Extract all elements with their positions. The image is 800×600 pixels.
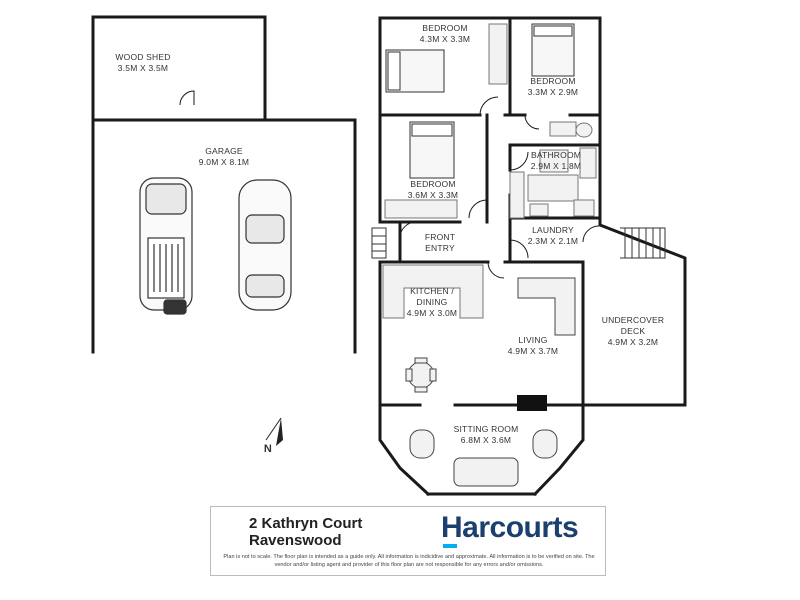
listing-footer: 2 Kathryn Court Ravenswood Harcourts Pla… [210, 506, 606, 576]
bedroom-1-name: BEDROOM [422, 23, 467, 33]
logo-accent-bar [443, 544, 457, 548]
living-name: LIVING [518, 335, 547, 345]
disclaimer-text: Plan is not to scale. The floor plan is … [223, 554, 595, 568]
bedroom-3-size: 3.6M X 3.3M [408, 190, 458, 200]
kitchen-size: 4.9M X 3.0M [407, 308, 457, 318]
laundry-size: 2.3M X 2.1M [528, 236, 578, 246]
deck-size: 4.9M X 3.2M [608, 337, 658, 347]
north-arrow-icon [265, 417, 283, 446]
beds [385, 23, 575, 179]
wood-shed-name: WOOD SHED [115, 52, 170, 62]
bathroom-name: BATHROOM [531, 150, 581, 160]
fixtures [382, 23, 597, 319]
bedroom-3-name: BEDROOM [410, 179, 455, 189]
front-steps [371, 227, 387, 259]
car-ute-icon [139, 177, 193, 315]
car-sedan-icon [238, 179, 292, 311]
bedroom-2-name: BEDROOM [530, 76, 575, 86]
sitting-room-name: SITTING ROOM [454, 424, 519, 434]
laundry-name: LAUNDRY [532, 225, 574, 235]
garage-name: GARAGE [205, 146, 243, 156]
sofas [409, 277, 576, 487]
front-entry-line1: FRONT [425, 232, 455, 242]
fireplace-icon [517, 395, 547, 411]
deck-steps [620, 227, 666, 259]
kitchen-line2: DINING [417, 297, 448, 307]
bedroom-1-size: 4.3M X 3.3M [420, 34, 470, 44]
front-entry-line2: ENTRY [425, 243, 455, 253]
wood-shed-size: 3.5M X 3.5M [118, 63, 168, 73]
bedroom-2-size: 3.3M X 2.9M [528, 87, 578, 97]
sitting-room-size: 6.8M X 3.6M [461, 435, 511, 445]
bathroom-size: 2.9M X 1.8M [531, 161, 581, 171]
kitchen-line1: KITCHEN / [410, 286, 454, 296]
property-address: 2 Kathryn Court Ravenswood [249, 515, 362, 549]
deck-line2: DECK [621, 326, 646, 336]
address-line-1: 2 Kathryn Court [249, 515, 363, 532]
address-line-2: Ravenswood [249, 532, 342, 549]
living-size: 4.9M X 3.7M [508, 346, 558, 356]
garage-size: 9.0M X 8.1M [199, 157, 249, 167]
harcourts-logo: Harcourts [441, 511, 579, 544]
dining-table-icon [405, 357, 437, 393]
compass-label: N [264, 443, 272, 455]
deck-line1: UNDERCOVER [602, 315, 664, 325]
door-swings [179, 90, 600, 279]
